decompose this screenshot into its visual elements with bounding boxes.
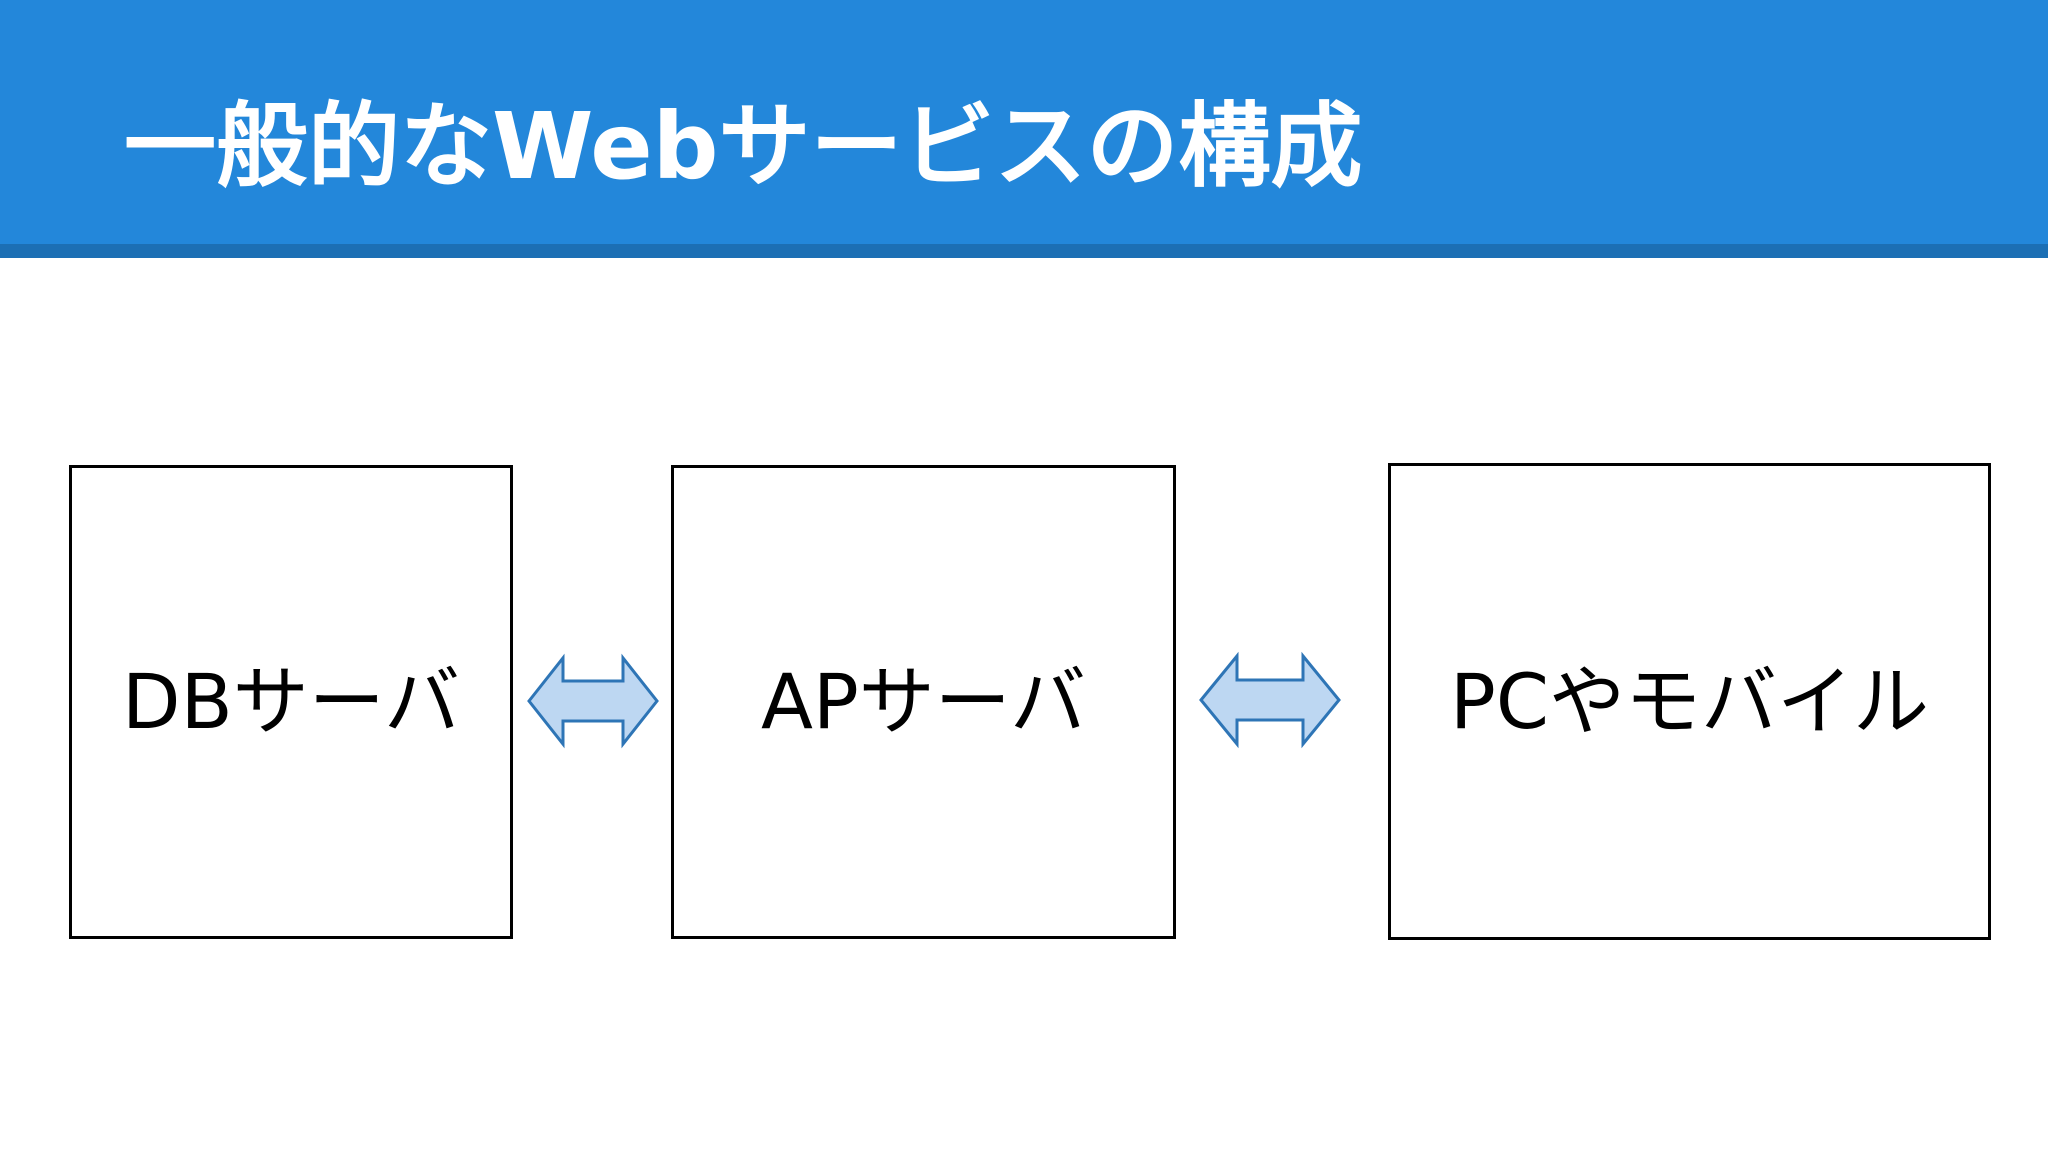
node-ap-server-label: APサーバ (760, 657, 1087, 746)
double-arrow-horizontal-icon (527, 653, 659, 749)
double-arrow-horizontal-icon-ap-client (1199, 644, 1341, 756)
node-db-server-label: DBサーバ (122, 657, 460, 746)
title-banner (0, 0, 2048, 244)
double-arrow-horizontal-icon (1199, 651, 1341, 749)
node-ap-server[interactable]: APサーバ (671, 465, 1176, 939)
architecture-diagram: DBサーバ APサーバ PCやモバイル (0, 258, 2048, 1152)
node-db-server[interactable]: DBサーバ (69, 465, 513, 939)
slide-title: 一般的なWebサービスの構成 (124, 93, 1363, 200)
node-client-label: PCやモバイル (1450, 656, 1929, 746)
double-arrow-horizontal-icon-db-ap (527, 646, 659, 756)
title-banner-rule (0, 244, 2048, 258)
node-client[interactable]: PCやモバイル (1388, 463, 1991, 940)
